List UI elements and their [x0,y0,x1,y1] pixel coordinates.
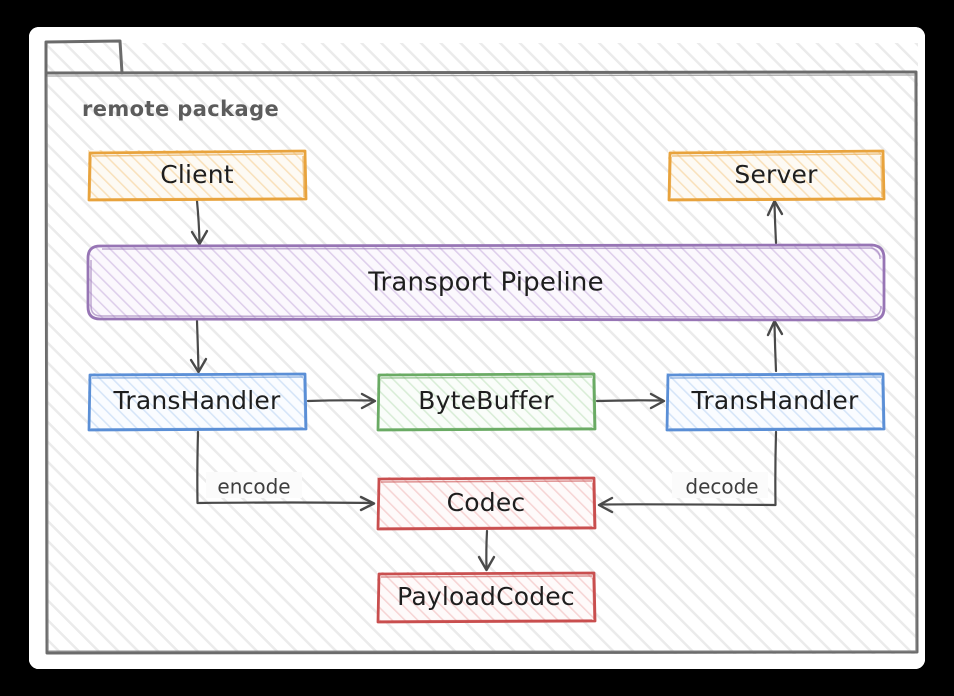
edge-encode [196,430,376,512]
node-transport-pipeline[interactable]: Transport Pipeline [86,243,886,322]
edge-label-encode: encode [217,475,290,499]
node-label-codec: Codec [447,488,526,517]
node-transhandler-right[interactable]: TransHandler [665,372,886,432]
node-label-client: Client [160,160,234,189]
node-label-bytebuffer: ByteBuffer [418,386,554,415]
edge-pipeline-to-server [766,199,784,245]
node-codec[interactable]: Codec [376,476,597,531]
canvas-white-margin-bottom [29,654,925,669]
node-client[interactable]: Client [87,149,308,202]
node-label-server: Server [734,160,818,189]
edge-client-to-pipeline [190,199,209,246]
edge-codec-to-payloadcodec [477,529,496,572]
package-body-outline [44,70,919,655]
node-label-payloadcodec: PayloadCodec [397,582,575,611]
canvas-white-margin-top [29,27,925,43]
canvas-white-margin-left [29,27,46,669]
node-label-transhandler-left: TransHandler [113,386,281,415]
edge-pipeline-to-transhandler-left [189,319,208,374]
package-container[interactable]: remote package [44,39,919,655]
canvas-white-margin-right [918,27,925,669]
edges-layer [189,199,784,572]
edge-bytebuffer-to-transhandler [595,392,666,410]
node-bytebuffer[interactable]: ByteBuffer [376,372,597,432]
edge-transhandler-to-bytebuffer [306,392,377,410]
package-tab-outline [44,39,124,75]
package-title: remote package [82,97,279,121]
node-label-transport-pipeline: Transport Pipeline [367,268,604,298]
node-payloadcodec[interactable]: PayloadCodec [376,571,597,624]
edge-label-decode: decode [685,475,758,499]
package-body-outline-sketch [46,74,917,652]
edge-decode [597,430,778,514]
node-server[interactable]: Server [667,149,886,202]
node-label-transhandler-right: TransHandler [691,386,859,415]
node-transhandler-left[interactable]: TransHandler [87,372,308,432]
edge-labels-layer: encode decode [206,472,768,499]
